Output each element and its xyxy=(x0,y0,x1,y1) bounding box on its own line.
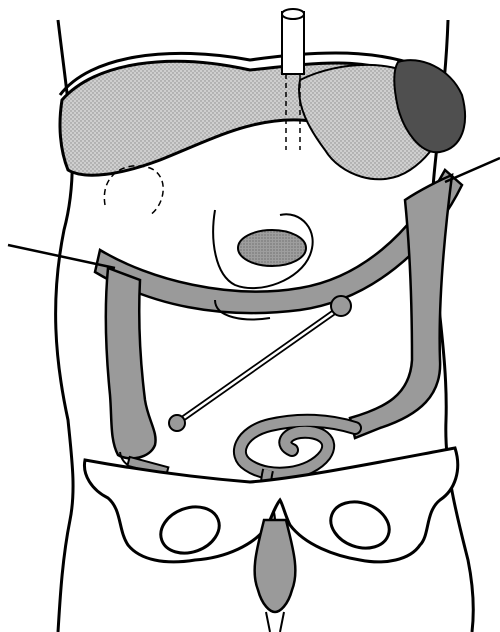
pancreas-head xyxy=(238,230,306,266)
instrument-shaft-inner xyxy=(178,308,340,422)
instrument-tip-top xyxy=(331,296,351,316)
esophagus-tube xyxy=(282,12,304,74)
instrument-tip-bottom xyxy=(169,415,185,431)
esophagus-opening xyxy=(282,9,304,19)
descending-colon xyxy=(350,175,452,438)
pointer-line-right xyxy=(445,158,500,182)
coccyx xyxy=(266,612,284,632)
sacrum xyxy=(255,520,296,612)
